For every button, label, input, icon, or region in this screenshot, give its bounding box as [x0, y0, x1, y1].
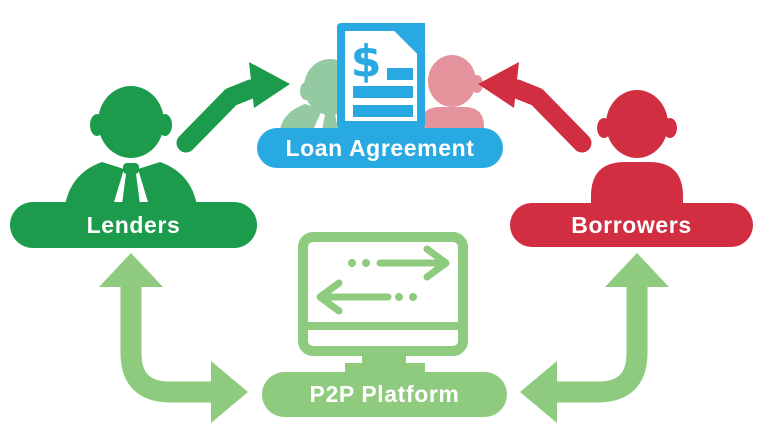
- dollar-sign-icon: $: [351, 36, 382, 87]
- loan-agreement-label-text: Loan Agreement: [285, 134, 475, 161]
- green-arrowhead: [249, 62, 290, 108]
- p2p-platform-label-text: P2P Platform: [309, 381, 460, 407]
- document-outline: [337, 23, 425, 129]
- borrowers-person-icon: [591, 90, 683, 212]
- borrowers-node-label: Borrowers: [510, 203, 753, 247]
- loan-agreement-node-label: Loan Agreement: [257, 128, 503, 168]
- lenders-person-icon: [64, 86, 198, 212]
- lenders-node-label: Lenders: [10, 202, 257, 248]
- transfer-arrows-icon: [316, 245, 450, 315]
- left-arrowhead: [520, 361, 557, 423]
- borrowers-label-text: Borrowers: [571, 211, 692, 238]
- document-text-lines: [353, 68, 413, 117]
- right-arrowhead: [211, 361, 248, 423]
- loan-document-icon: $: [337, 23, 425, 129]
- lenders-platform-arrow: [99, 253, 248, 423]
- lenders-label-text: Lenders: [86, 211, 181, 238]
- document-folded-corner: [392, 23, 425, 56]
- tie-knot: [123, 163, 139, 174]
- p2p-platform-node-label: P2P Platform: [262, 372, 507, 417]
- up-arrowhead-left: [99, 253, 163, 287]
- platform-monitor-icon: [298, 232, 468, 377]
- borrowers-platform-arrow: [520, 253, 669, 423]
- borrowers-to-agreement-arrow: [478, 62, 592, 153]
- up-arrowhead-right: [605, 253, 669, 287]
- transfer-dots: [348, 259, 417, 301]
- red-arrowhead: [478, 62, 519, 108]
- faded-borrower-icon: [420, 55, 484, 128]
- lenders-to-agreement-arrow: [176, 62, 290, 153]
